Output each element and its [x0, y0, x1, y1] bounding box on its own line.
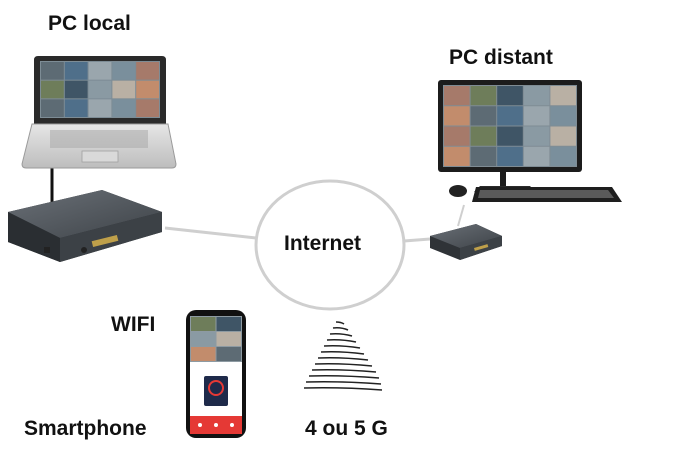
- camera-thumbnail: [497, 106, 523, 126]
- camera-thumbnail: [41, 80, 64, 99]
- label-wifi: WIFI: [111, 313, 156, 336]
- camera-thumbnail: [88, 99, 112, 117]
- link-internet-remote-recorder: [403, 237, 431, 243]
- internet-circle: [254, 179, 406, 311]
- camera-thumbnail: [523, 126, 550, 146]
- label-pc-distant: PC distant: [449, 46, 553, 69]
- camera-thumbnail: [550, 86, 576, 106]
- recorder-box-icon-remote: [430, 224, 502, 260]
- label-mobile-network: 4 ou 5 G: [305, 417, 388, 440]
- connection-lines: [50, 168, 465, 243]
- recorder-box-icon-local: [8, 190, 162, 262]
- camera-thumbnail: [444, 106, 470, 126]
- camera-thumbnail: [444, 126, 470, 146]
- camera-thumbnail: [136, 80, 159, 99]
- camera-thumbnail: [216, 317, 241, 331]
- camera-thumbnail: [41, 99, 64, 117]
- camera-thumbnail: [88, 80, 112, 99]
- camera-thumbnail: [523, 146, 550, 166]
- signal-waves-icon: [303, 321, 383, 391]
- mouse-icon: [449, 185, 467, 197]
- camera-thumbnail: [444, 146, 470, 166]
- camera-thumbnail: [444, 86, 470, 106]
- camera-thumbnail: [470, 126, 497, 146]
- label-smartphone: Smartphone: [24, 417, 147, 440]
- camera-thumbnail: [523, 86, 550, 106]
- camera-thumbnail: [497, 146, 523, 166]
- camera-thumbnail: [191, 347, 216, 361]
- camera-thumbnail: [64, 62, 88, 80]
- camera-thumbnail: [136, 62, 159, 80]
- cable-remote-recorder-pc: [457, 204, 465, 227]
- camera-thumbnail: [523, 106, 550, 126]
- camera-thumbnail: [470, 146, 497, 166]
- camera-thumbnail: [41, 62, 64, 80]
- camera-thumbnail: [470, 86, 497, 106]
- keyboard-icon: [472, 187, 622, 202]
- label-pc-local: PC local: [48, 12, 131, 35]
- label-internet: Internet: [284, 232, 362, 255]
- camera-thumbnail: [216, 347, 241, 361]
- camera-thumbnail: [550, 126, 576, 146]
- camera-thumbnail: [112, 99, 136, 117]
- camera-thumbnail: [191, 317, 216, 331]
- laptop-icon: [21, 56, 177, 169]
- link-local-recorder-internet: [164, 226, 257, 240]
- camera-thumbnail: [550, 106, 576, 126]
- camera-thumbnail: [64, 99, 88, 117]
- camera-thumbnail: [64, 80, 88, 99]
- camera-thumbnail: [191, 332, 216, 346]
- smartphone-icon: [186, 310, 246, 438]
- camera-thumbnail: [550, 146, 576, 166]
- camera-thumbnail: [112, 62, 136, 80]
- camera-thumbnail: [88, 62, 112, 80]
- monitor-icon: [438, 80, 582, 192]
- camera-thumbnail: [470, 106, 497, 126]
- camera-thumbnail: [497, 126, 523, 146]
- camera-thumbnail: [112, 80, 136, 99]
- camera-thumbnail: [136, 99, 159, 117]
- camera-thumbnail: [216, 332, 241, 346]
- camera-thumbnail: [497, 86, 523, 106]
